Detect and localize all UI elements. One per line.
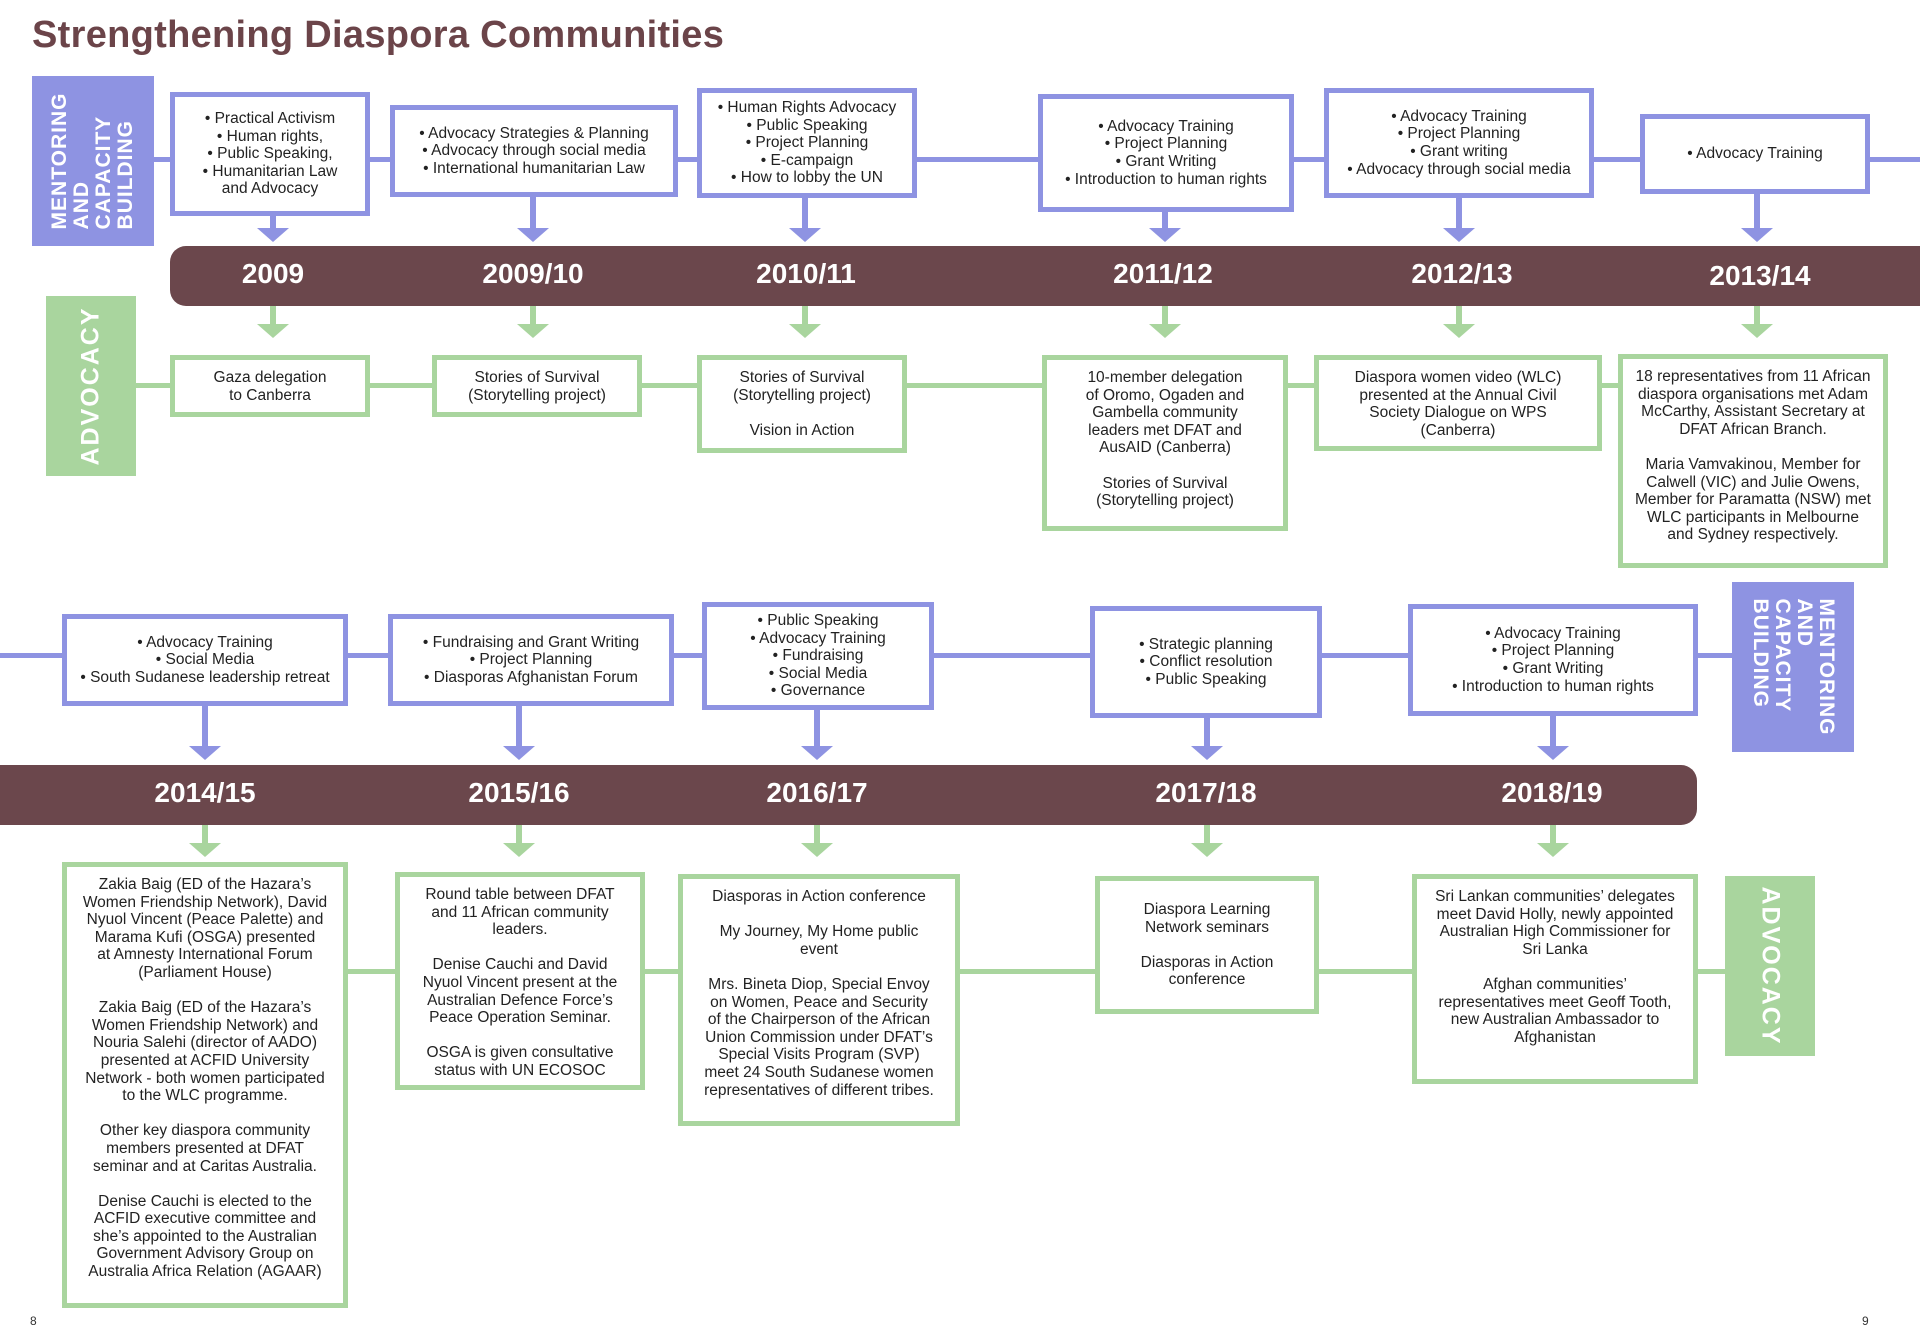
year-band [170,246,1920,306]
mentoring-box: • Human Rights Advocacy • Public Speakin… [697,88,917,198]
mentoring-box: • Advocacy Training • Social Media • Sou… [62,614,348,706]
advocacy-connector [530,306,536,326]
year-label: 2009 [241,258,305,289]
mentoring-box: • Advocacy Training • Project Planning •… [1038,94,1294,212]
advocacy-arrow [1149,324,1181,338]
advocacy-label: ADVOCACY [46,296,136,476]
mentoring-connector [1162,210,1168,230]
year-label: 2018/19 [1501,777,1603,808]
mentoring-connector [1204,714,1210,748]
year-label: 2016/17 [766,777,868,808]
mentoring-arrow [517,228,549,242]
mentoring-arrow [1741,228,1773,242]
advocacy-arrow [789,324,821,338]
advocacy-connector [814,825,820,845]
advocacy-box: Diaspora women video (WLC) presented at … [1314,355,1602,451]
year-label: 2013/14 [1709,260,1811,291]
advocacy-box: Zakia Baig (ED of the Hazara’s Women Fri… [62,862,348,1308]
advocacy-arrow [503,843,535,857]
mentoring-connector [270,210,276,230]
advocacy-arrow [189,843,221,857]
advocacy-box: Round table between DFAT and 11 African … [395,872,645,1090]
advocacy-box: Gaza delegation to Canberra [170,355,370,417]
mentoring-label: MENTORING AND CAPACITY BUILDING [32,76,154,246]
mentoring-label: MENTORING AND CAPACITY BUILDING [1732,582,1854,752]
page-number-left: 8 [30,1314,37,1328]
mentoring-box: • Advocacy Training • Project Planning •… [1324,88,1594,198]
year-label: 2017/18 [1155,777,1257,808]
mentoring-arrow [257,228,289,242]
mentoring-connector [1754,192,1760,230]
mentoring-connector [1456,196,1462,230]
advocacy-connector [1754,306,1760,326]
advocacy-arrow [517,324,549,338]
advocacy-arrow [1191,843,1223,857]
mentoring-connector [1550,712,1556,748]
advocacy-box: Sri Lankan communities’ delegates meet D… [1412,874,1698,1084]
year-label: 2009/10 [482,258,584,289]
page-title: Strengthening Diaspora Communities [32,14,725,56]
mentoring-box: • Advocacy Strategies & Planning • Advoc… [390,105,678,197]
mentoring-arrow [1149,228,1181,242]
advocacy-box: Diaspora Learning Network seminars Diasp… [1095,876,1319,1014]
advocacy-connector [1456,306,1462,326]
mentoring-box: • Public Speaking • Advocacy Training • … [702,602,934,710]
advocacy-connector-line [340,969,1730,974]
advocacy-connector [802,306,808,326]
advocacy-box: Diasporas in Action conference My Journe… [678,874,960,1126]
advocacy-connector [516,825,522,845]
mentoring-connector [202,702,208,748]
advocacy-label: ADVOCACY [1725,876,1815,1056]
mentoring-arrow [1191,746,1223,760]
advocacy-arrow [1741,324,1773,338]
mentoring-arrow [189,746,221,760]
year-band [0,765,1697,825]
mentoring-box: • Advocacy Training [1640,114,1870,194]
mentoring-arrow [789,228,821,242]
year-label: 2015/16 [468,777,570,808]
advocacy-connector [1162,306,1168,326]
mentoring-box: • Fundraising and Grant Writing • Projec… [388,614,674,706]
advocacy-connector [1550,825,1556,845]
advocacy-box: Stories of Survival (Storytelling projec… [697,355,907,453]
advocacy-arrow [257,324,289,338]
mentoring-connector [802,196,808,230]
mentoring-box: • Practical Activism • Human rights, • P… [170,92,370,216]
mentoring-connector [530,196,536,230]
year-label: 2012/13 [1411,258,1513,289]
advocacy-connector [202,825,208,845]
advocacy-arrow [801,843,833,857]
year-label: 2010/11 [756,258,856,289]
mentoring-arrow [1443,228,1475,242]
mentoring-arrow [801,746,833,760]
year-label: 2011/12 [1113,258,1213,289]
mentoring-box: • Advocacy Training • Project Planning •… [1408,604,1698,716]
advocacy-connector [270,306,276,326]
advocacy-connector [1204,825,1210,845]
advocacy-arrow [1537,843,1569,857]
mentoring-box: • Strategic planning • Conflict resoluti… [1090,606,1322,718]
page-number-right: 9 [1862,1314,1869,1328]
mentoring-connector-line [150,157,1920,162]
year-label: 2014/15 [154,777,256,808]
advocacy-box: Stories of Survival (Storytelling projec… [432,355,642,417]
mentoring-arrow [1537,746,1569,760]
advocacy-box: 10-member delegation of Oromo, Ogaden an… [1042,355,1288,531]
mentoring-connector [516,704,522,748]
advocacy-box: 18 representatives from 11 African diasp… [1618,354,1888,568]
mentoring-connector [814,708,820,748]
advocacy-arrow [1443,324,1475,338]
mentoring-arrow [503,746,535,760]
